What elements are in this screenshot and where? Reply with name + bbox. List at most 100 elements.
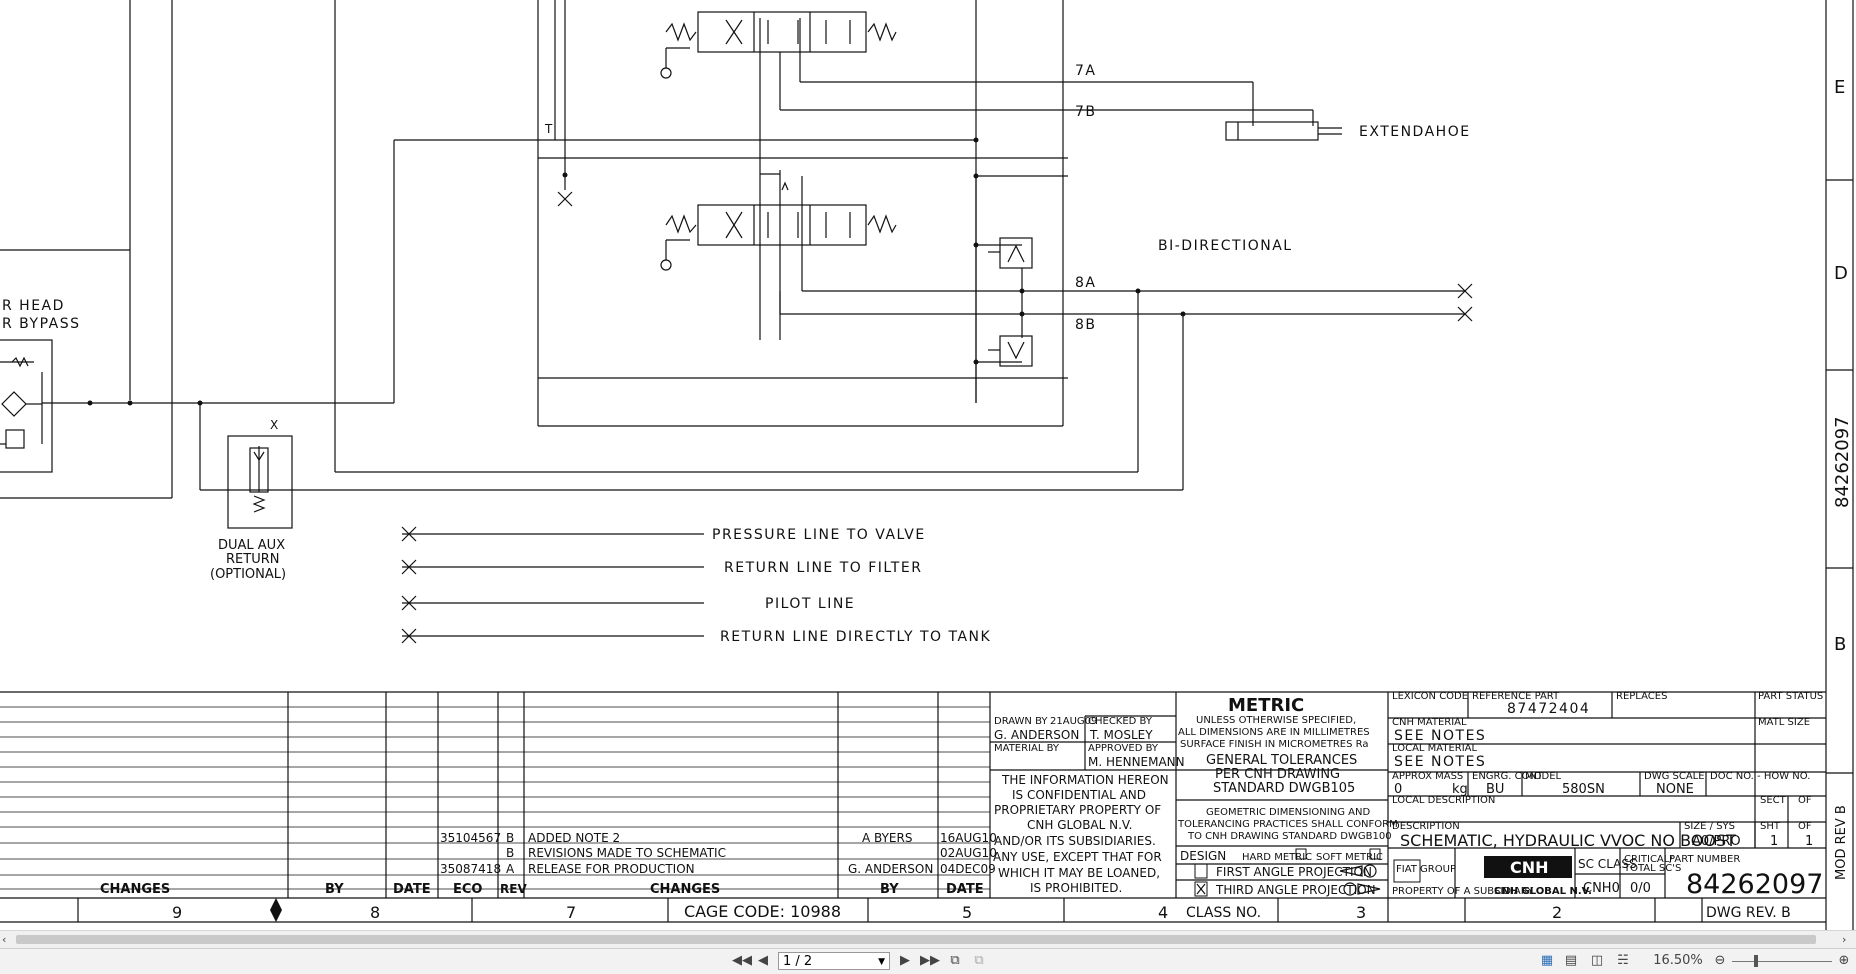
- cnh-logo-box: [1484, 856, 1572, 878]
- part-status-label: PART STATUS: [1758, 691, 1823, 702]
- sht-of: 1: [1805, 834, 1813, 849]
- zone-letter-b: B: [1834, 634, 1846, 655]
- zone-number-2: 2: [1552, 903, 1562, 922]
- scroll-right-icon[interactable]: ›: [1842, 933, 1847, 946]
- doc-no-label: DOC NO. - HOW NO.: [1710, 771, 1810, 782]
- first-angle-label: FIRST ANGLE PROJECTION: [1216, 865, 1372, 879]
- title-block: [0, 691, 1826, 923]
- zoom-slider[interactable]: [1732, 952, 1832, 970]
- cnh-logo: CNH: [1510, 858, 1549, 877]
- description: SCHEMATIC, HYDRAULIC VVOC NO BOOST: [1400, 831, 1736, 850]
- property-company: CNH GLOBAL N.V.: [1494, 886, 1592, 897]
- label-dual-aux-1: DUAL AUX: [218, 538, 285, 553]
- single-page-view-icon[interactable]: ▦: [1540, 953, 1554, 968]
- zone-number-7: 7: [566, 903, 576, 922]
- sc-class-label: SC CLASS: [1578, 857, 1637, 871]
- rev-header-date-2: DATE: [946, 882, 984, 897]
- zone-number-5: 5: [962, 903, 972, 922]
- zoom-level[interactable]: 16.50%: [1653, 953, 1703, 968]
- next-page-icon[interactable]: ▶: [900, 953, 910, 968]
- copy-page-icon[interactable]: ⧉: [950, 953, 960, 968]
- part-number: 84262097: [1686, 869, 1823, 900]
- page-dropdown-icon[interactable]: ▼: [878, 957, 885, 967]
- sht: 1: [1770, 834, 1778, 849]
- rev-1-by: A BYERS: [862, 831, 912, 845]
- rev-header-changes: CHANGES: [100, 882, 170, 897]
- label-bidirectional: BI-DIRECTIONAL: [1158, 238, 1293, 254]
- rev-header-date: DATE: [393, 882, 431, 897]
- metric-note-3: SURFACE FINISH IN MICROMETRES Ra: [1180, 739, 1368, 750]
- mass-unit: kg: [1452, 782, 1468, 797]
- rev-3-by: G. ANDERSON: [848, 862, 933, 876]
- local-material-label: LOCAL MATERIAL: [1392, 743, 1478, 754]
- rev-header-eco: ECO: [453, 882, 482, 897]
- drawn-by: G. ANDERSON: [994, 728, 1079, 742]
- class-no: CLASS NO.: [1186, 905, 1261, 921]
- legend-pressure: PRESSURE LINE TO VALVE: [712, 527, 926, 543]
- confidential-5: AND/OR ITS SUBSIDIARIES.: [994, 834, 1156, 848]
- side-mod-rev: MOD REV B: [1834, 805, 1849, 880]
- gdt-3: TO CNH DRAWING STANDARD DWGB100: [1187, 831, 1392, 842]
- scroll-left-icon[interactable]: ‹: [2, 933, 7, 946]
- critical-value: 0/0: [1630, 881, 1651, 896]
- replaces-label: REPLACES: [1616, 691, 1667, 702]
- two-page-view-icon[interactable]: ◫: [1590, 953, 1604, 968]
- metric-note-2: ALL DIMENSIONS ARE IN MILLIMETRES: [1178, 727, 1370, 738]
- relief-valve-lower: [988, 335, 1033, 367]
- critical-label: CRITICAL/: [1624, 854, 1673, 865]
- size-sys: A0/PRO: [1692, 834, 1741, 849]
- previous-page-icon[interactable]: ◀: [758, 953, 768, 968]
- sect-label: SECT: [1760, 795, 1787, 806]
- extendahoe-cylinder: [1225, 121, 1342, 141]
- rev-2-change: REVISIONS MADE TO SCHEMATIC: [528, 846, 726, 860]
- bottom-directional-valve: [660, 181, 897, 271]
- paste-page-icon[interactable]: ⧉: [974, 953, 984, 968]
- last-page-icon[interactable]: ▶▶: [920, 953, 940, 968]
- confidential-2: IS CONFIDENTIAL AND: [1012, 788, 1146, 802]
- zoom-out-icon[interactable]: ⊖: [1714, 953, 1726, 968]
- soft-metric-label: SOFT METRIC: [1316, 852, 1383, 863]
- page-number-field[interactable]: 1 / 2▼: [778, 952, 890, 970]
- confidential-6: ANY USE, EXCEPT THAT FOR: [993, 850, 1162, 864]
- drawn-date: 21AUG09: [1050, 716, 1097, 727]
- gdt-1: GEOMETRIC DIMENSIONING AND: [1206, 807, 1370, 818]
- hydraulic-lines: [0, 0, 1465, 499]
- junction-dots: [87, 137, 1186, 406]
- diagram-labels: 7A 7B 8A 8B T X EXTENDAHOE BI-DIRECTIONA…: [2, 63, 1471, 645]
- two-page-continuous-icon[interactable]: ☵: [1617, 953, 1629, 968]
- plugged-ends: [557, 191, 1473, 322]
- drawn-by-label: DRAWN BY: [994, 716, 1048, 727]
- zoom-slider-handle[interactable]: [1754, 955, 1758, 967]
- approx-mass: 0: [1394, 782, 1402, 797]
- size-sys-label: SIZE / SYS: [1684, 821, 1735, 832]
- gdt-2: TOLERANCING PRACTICES SHALL CONFORM: [1177, 819, 1398, 830]
- horizontal-scrollbar[interactable]: ‹ ›: [0, 930, 1856, 949]
- description-label: DESCRIPTION: [1392, 821, 1460, 832]
- label-dual-aux-2: RETURN: [226, 552, 279, 567]
- confidential-7: WHICH IT MAY BE LOANED,: [998, 866, 1160, 880]
- property-line: PROPERTY OF A SUBSIDIARY OF: [1392, 886, 1550, 897]
- rev-header-by: BY: [325, 882, 344, 897]
- zoom-in-icon[interactable]: ⊕: [1838, 953, 1850, 968]
- label-7a: 7A: [1075, 63, 1096, 79]
- approx-mass-label: APPROX MASS: [1392, 771, 1463, 782]
- scrollbar-thumb[interactable]: [16, 935, 1816, 944]
- label-7b: 7B: [1075, 104, 1097, 120]
- label-8a: 8A: [1075, 275, 1096, 291]
- label-extendahoe: EXTENDAHOE: [1359, 124, 1471, 140]
- material-by-label: MATERIAL BY: [994, 743, 1060, 754]
- label-filter-head-2: R BYPASS: [2, 316, 80, 332]
- part-number-label: PART NUMBER: [1669, 854, 1740, 865]
- approved-by: M. HENNEMANN: [1088, 755, 1185, 769]
- fiat-logo-box: [1393, 859, 1421, 883]
- dual-aux-return-valve: [227, 435, 293, 529]
- first-page-icon[interactable]: ◀◀: [732, 953, 752, 968]
- engrg-cont-label: ENGRG. CONT: [1472, 771, 1544, 782]
- confidential-4: CNH GLOBAL N.V.: [1027, 818, 1132, 832]
- continuous-view-icon[interactable]: ▤: [1564, 953, 1578, 968]
- rev-1-change: ADDED NOTE 2: [528, 831, 620, 845]
- metric-note-1: UNLESS OTHERWISE SPECIFIED,: [1196, 715, 1356, 726]
- tolerance-2: PER CNH DRAWING: [1215, 767, 1340, 782]
- sht-label: SHT: [1760, 821, 1781, 832]
